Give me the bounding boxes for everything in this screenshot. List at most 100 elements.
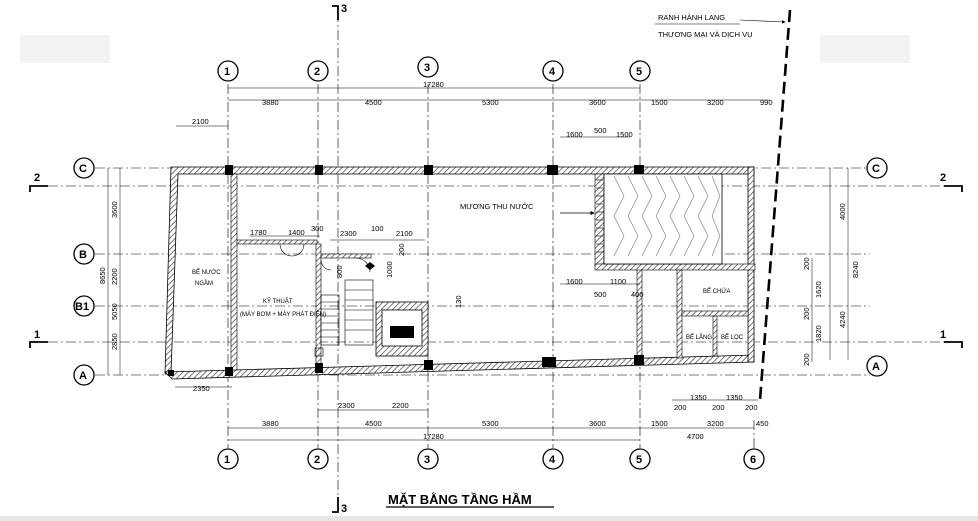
dim-tank-4: 1350 — [726, 393, 743, 402]
doors — [279, 243, 371, 273]
dim-right-lower: 4240 — [838, 311, 847, 328]
dim-top-bay-3: 5300 — [482, 98, 499, 107]
dim-mid-small-1: 1600 — [566, 277, 583, 286]
dim-right-small-4: 1820 — [814, 325, 823, 342]
grid-row-a-right: A — [872, 361, 880, 373]
grid-col-4-bottom: 4 — [549, 454, 556, 466]
drain-area — [603, 173, 723, 265]
grid-col-3-top: 3 — [424, 62, 430, 74]
dim-bottom-bay-2: 4500 — [365, 419, 382, 428]
dimension-lines — [107, 87, 849, 441]
grid-row-b1-left: B1 — [75, 301, 89, 313]
dim-stair-b-1: 2300 — [340, 229, 357, 238]
grid-row-a-left: A — [79, 370, 87, 382]
grid-col-3-bottom: 3 — [424, 454, 430, 466]
grid-col-4-top: 4 — [549, 66, 556, 78]
dim-top-bay-6: 3200 — [707, 98, 724, 107]
dim-top-small-2: 500 — [594, 126, 607, 135]
leader-arrow — [739, 19, 786, 24]
section-2-left: 2 — [34, 172, 40, 184]
dim-v-130: 130 — [454, 295, 463, 308]
grid-col-5-top: 5 — [636, 66, 642, 78]
corridor-boundary-line — [758, 9, 792, 401]
dim-v-200: 200 — [397, 243, 406, 256]
dim-right-upper: 4000 — [838, 203, 847, 220]
section-2-right: 2 — [940, 172, 946, 184]
dim-top-small-3: 1500 — [616, 130, 633, 139]
dim-bottom-bay-6: 3200 — [707, 419, 724, 428]
room-be-nuoc-2: NGẦM — [195, 280, 213, 287]
grid-row-c-left: C — [79, 163, 87, 175]
dim-top-small-1: 1600 — [566, 130, 583, 139]
dim-right-small-5: 200 — [802, 353, 811, 366]
dim-right-small-3: 200 — [802, 307, 811, 320]
dim-tank-1: 200 — [674, 403, 687, 412]
grid-bubbles-top — [217, 56, 651, 82]
dim-top-bay-2: 4500 — [365, 98, 382, 107]
grid-col-2-top: 2 — [314, 66, 320, 78]
drawing-title: MẶT BẰNG TẦNG HẦM — [388, 492, 532, 507]
dim-bottom-bay-3: 5300 — [482, 419, 499, 428]
room-ky-thuat-1: KỸ THUẬT — [263, 298, 293, 305]
dim-stair-a-2: 1400 — [288, 228, 305, 237]
dim-bottom-total-right: 4700 — [687, 432, 704, 441]
section-3-top: 3 — [341, 3, 347, 15]
dim-left-upper-1: 3600 — [110, 201, 119, 218]
corridor-note-line2: THƯƠNG MẠI VÀ DỊCH VỤ — [658, 30, 753, 39]
dim-bottom-left: 2350 — [193, 384, 210, 393]
level-mark — [365, 262, 375, 270]
dim-bottom-bay-5: 1500 — [651, 419, 668, 428]
background-block — [820, 35, 910, 63]
dim-v-1000: 1000 — [385, 261, 394, 278]
section-markers — [29, 5, 963, 513]
grid-col-6-bottom: 6 — [750, 454, 756, 466]
background-block — [20, 35, 110, 63]
corridor-note-line1: RANH HÀNH LANG — [658, 13, 725, 22]
grid-col-2-bottom: 2 — [314, 454, 320, 466]
dim-right-small-2: 1620 — [814, 281, 823, 298]
dim-top-total: 17280 — [423, 80, 444, 89]
dim-tank-5: 200 — [745, 403, 758, 412]
dim-bottom-inner-2: 2200 — [392, 401, 409, 410]
dim-top-bay-4: 3600 — [589, 98, 606, 107]
dim-bottom-bay-1: 3880 — [262, 419, 279, 428]
dim-bottom-inner-1: 2300 — [338, 401, 355, 410]
grid-row-b-left: B — [79, 249, 87, 261]
room-muong: MƯƠNG THU NƯỚC — [460, 202, 534, 211]
room-be-loc: BỂ LỌC — [721, 334, 744, 341]
dim-mid-small-4: 400 — [631, 290, 644, 299]
dim-bottom-total: 17280 — [423, 432, 444, 441]
room-ky-thuat-2: (MÁY BƠM + MÁY PHÁT ĐIỆN) — [240, 310, 326, 318]
section-3-bottom: 3 — [341, 503, 347, 515]
dim-tank-3: 200 — [712, 403, 725, 412]
room-be-lang: BỂ LẮNG — [686, 333, 712, 341]
dim-v-800: 800 — [335, 265, 344, 278]
dim-left-upper-2: 2200 — [110, 268, 119, 285]
dim-stair-b-2: 100 — [371, 224, 384, 233]
trench-slats — [596, 179, 603, 253]
drain-hatch — [613, 175, 721, 257]
dim-left-total: 8650 — [98, 267, 107, 284]
dim-top-bay-7: 990 — [760, 98, 773, 107]
dim-stair-a-3: 300 — [311, 224, 324, 233]
dim-left-lower: 5050 — [110, 303, 119, 320]
room-be-chua: BỂ CHỨA — [703, 288, 730, 295]
grid-col-1-bottom: 1 — [224, 454, 230, 466]
dim-stair-a-1: 1780 — [250, 228, 267, 237]
dim-left-upper-3: 2850 — [110, 333, 119, 350]
grid-row-c-right: C — [872, 163, 880, 175]
section-1-left: 1 — [34, 329, 40, 341]
stair — [320, 279, 374, 346]
grid-bubbles-rows — [73, 157, 888, 386]
dim-mid-small-3: 500 — [594, 290, 607, 299]
dim-right-small-1: 200 — [802, 257, 811, 270]
dim-right-total: 8240 — [851, 261, 860, 278]
grid-bubbles-bottom — [217, 448, 765, 470]
columns — [168, 165, 644, 376]
section-1-right: 1 — [940, 329, 946, 341]
dim-bottom-bay-7: 450 — [756, 419, 769, 428]
dim-tank-2: 1350 — [690, 393, 707, 402]
dim-top-offset: 2100 — [192, 117, 209, 126]
dim-top-bay-5: 1500 — [651, 98, 668, 107]
